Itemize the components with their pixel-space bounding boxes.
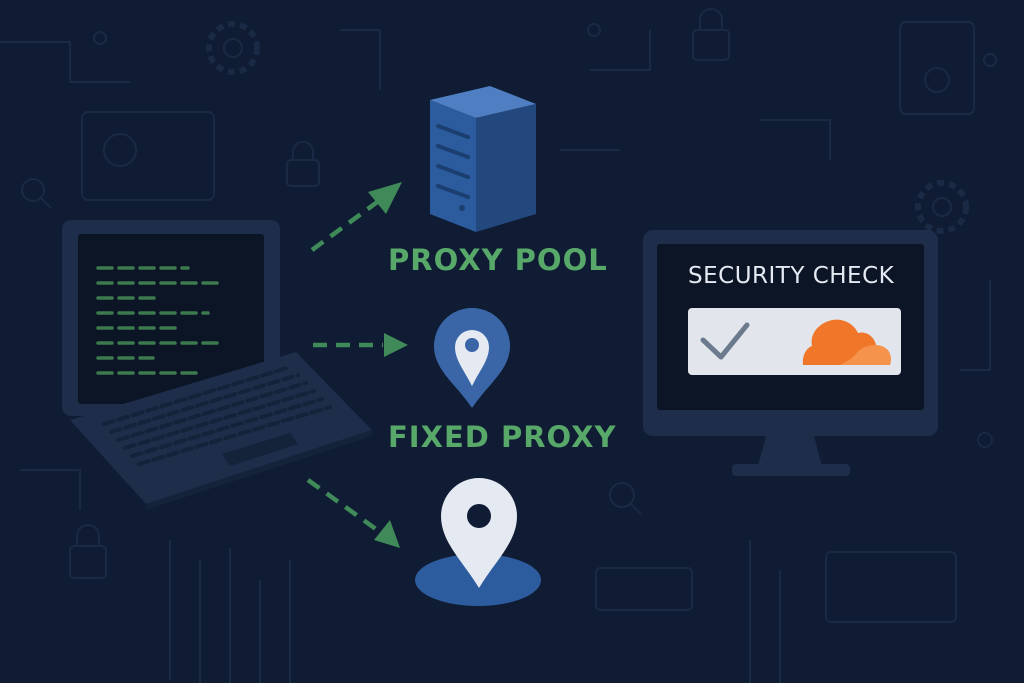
- background-pattern: [0, 8, 997, 683]
- bg-lock-icon: [69, 545, 107, 579]
- server-led: [459, 205, 465, 211]
- bg-lock-icon: [286, 159, 320, 187]
- security-check-title: SECURITY CHECK: [688, 263, 895, 289]
- bg-circuit-node: [93, 31, 107, 45]
- bg-window-icon: [595, 567, 693, 611]
- monitor-neck: [758, 436, 822, 466]
- laptop-touchpad: [222, 433, 298, 466]
- arrows: [306, 198, 383, 534]
- laptop-icon: [62, 220, 372, 510]
- proxy-pool-label: PROXY POOL: [388, 243, 608, 277]
- server-front: [430, 100, 476, 232]
- bg-id-card-icon: [81, 111, 215, 201]
- arrowhead-fixed: [384, 333, 408, 357]
- server-slots: [436, 124, 470, 199]
- bg-lock-icon: [76, 524, 100, 546]
- bg-avatar-icon: [924, 67, 950, 93]
- server-top: [430, 86, 536, 118]
- server-side: [476, 104, 536, 232]
- location-pin-icon: [434, 308, 510, 408]
- bg-lock-icon: [292, 141, 314, 160]
- laptop-screen: [78, 234, 264, 404]
- bg-window-icon: [825, 551, 957, 623]
- bg-circuit-line: [20, 469, 81, 510]
- bg-circuit-line: [590, 30, 651, 71]
- checkmark-icon: [700, 322, 750, 360]
- cloud-highlight: [840, 345, 891, 365]
- bg-lock-icon: [699, 8, 723, 30]
- arrow-to-proxy-pool: [310, 198, 382, 252]
- fixed-proxy-label: FIXED PROXY: [388, 420, 617, 454]
- arrowheads: [368, 182, 408, 548]
- server-icon: [430, 86, 536, 232]
- arrow-to-target: [306, 478, 382, 534]
- bg-search-icon: [40, 197, 52, 209]
- bg-avatar-icon: [103, 133, 137, 167]
- bg-circuit-node: [587, 23, 601, 37]
- bg-search-icon: [21, 178, 45, 202]
- target-pin: [441, 478, 517, 588]
- map-pin-icon: [415, 478, 541, 606]
- bg-circuit-node: [977, 432, 993, 448]
- fixed-pin-inner: [455, 330, 489, 386]
- bg-circuit-line: [960, 280, 991, 371]
- monitor-icon: [643, 230, 938, 476]
- bg-search-icon: [609, 482, 635, 508]
- bg-lock-icon: [692, 29, 730, 61]
- bg-circuit-line: [340, 29, 381, 90]
- bg-circuit-line: [0, 41, 130, 83]
- target-pin-hole: [467, 504, 491, 528]
- bg-id-card-icon: [899, 21, 975, 115]
- bg-gear-icon: [915, 180, 969, 234]
- bg-gear-icon: [206, 21, 260, 75]
- bg-gear-icon: [932, 197, 952, 217]
- monitor-stand: [732, 464, 850, 476]
- bg-circuit-line: [760, 119, 831, 160]
- code-lines: [96, 266, 225, 375]
- arrowhead-pool: [368, 182, 402, 214]
- laptop-base-edge: [146, 430, 372, 510]
- fixed-pin-dot: [465, 338, 479, 352]
- laptop-keyboard: [102, 365, 332, 466]
- bg-circuit-node: [983, 53, 997, 67]
- bg-gear-icon: [223, 38, 243, 58]
- arrowhead-target: [374, 520, 400, 548]
- bg-search-icon: [630, 503, 642, 515]
